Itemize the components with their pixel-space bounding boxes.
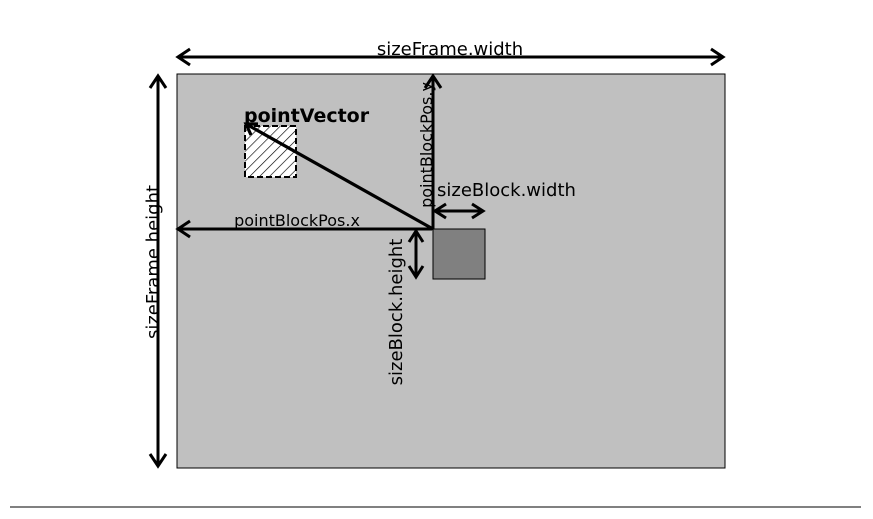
point-vector-arrow xyxy=(243,122,434,231)
block-height-label: sizeBlock.height xyxy=(386,239,407,386)
frame-width-arrow xyxy=(175,47,726,67)
frame-width-label: sizeFrame.width xyxy=(377,39,523,60)
point-vector-label: pointVector xyxy=(244,105,370,127)
block-pos-y-arrow xyxy=(423,73,443,229)
block-pos-y-label: pointBlockPos.y xyxy=(417,82,436,208)
frame-height-label: sizeFrame.height xyxy=(143,185,164,339)
block-height-arrow xyxy=(407,228,425,280)
target-block-hatch xyxy=(244,125,297,178)
block-rect xyxy=(432,228,486,280)
block-width-label: sizeBlock.width xyxy=(437,180,576,201)
block-width-arrow xyxy=(432,202,486,220)
block-pos-x-label: pointBlockPos.x xyxy=(234,211,360,230)
block-pos-x-arrow xyxy=(175,219,432,239)
frame-height-arrow xyxy=(148,73,168,469)
